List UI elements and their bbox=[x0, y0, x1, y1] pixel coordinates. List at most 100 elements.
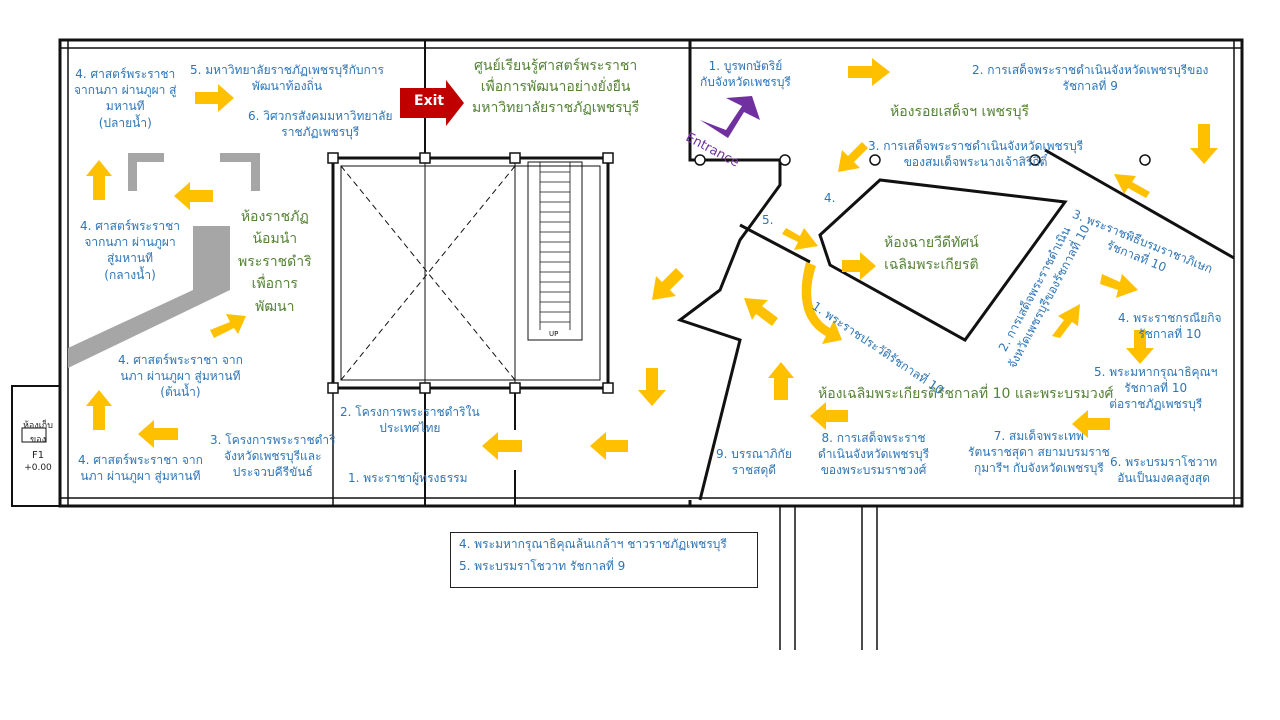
theater-title: ห้องฉายวีดีทัศน์ เฉลิมพระเกียรติ bbox=[884, 232, 979, 277]
arrow-curve bbox=[801, 262, 842, 344]
arrow-left-5 bbox=[1072, 410, 1110, 438]
label-r2: 2. การเสด็จพระราชดำเนินจังหวัดเพชรบุรีขอ… bbox=[972, 62, 1208, 94]
r6-line-2: อันเป็นมงคลสูงสุด bbox=[1117, 471, 1210, 486]
r5b-line-2: รัชกาลที่ 10 bbox=[1124, 381, 1188, 396]
left-room-title: ห้องราชภัฏ น้อมนำ พระราชดำริ เพื่อการ พั… bbox=[238, 206, 312, 318]
legend-box: 4. พระมหากรุณาธิคุณล้นเกล้าฯ ชาวราชภัฏเพ… bbox=[450, 532, 758, 588]
r9-line-1: 9. บรรณาภิกัย bbox=[716, 447, 792, 461]
l2-line-2: ประเทศไทย bbox=[379, 421, 441, 436]
center-title-line-3: มหาวิทยาลัยราชภัฏเพชรบุรี bbox=[472, 100, 640, 116]
label-4-midstream: 4. ศาสตร์พระราชา จากนภา ผ่านภูผา สู่มหาน… bbox=[80, 218, 180, 283]
label-4-upstream: 4. ศาสตร์พระราชา จาก นภา ผ่านภูผา สู่มหา… bbox=[118, 352, 243, 401]
entrance-arrow-shape[interactable] bbox=[700, 96, 760, 138]
l4b-line-1: 4. ศาสตร์พระราชา bbox=[80, 219, 181, 233]
arrow-downleft-2 bbox=[838, 142, 868, 172]
l4a-line-3: มหานที bbox=[105, 99, 145, 114]
r3-line-2: ของสมเด็จพระนางเจ้าสิริกิติ์ bbox=[903, 155, 1048, 170]
label-r5b: 5. พระมหากรุณาธิคุณฯ รัชกาลที่ 10 ต่อราช… bbox=[1094, 364, 1217, 413]
r1-line-2: กับจังหวัดเพชรบุรี bbox=[700, 75, 791, 90]
walk-path bbox=[68, 153, 260, 368]
r2-line-2: รัชกาลที่ 9 bbox=[1062, 79, 1118, 94]
arrow-left-1 bbox=[174, 182, 213, 210]
stair-label: UP bbox=[549, 330, 558, 338]
arrow-upleft-1 bbox=[1114, 174, 1150, 198]
l3-line-2: จังหวัดเพชรบุรีและ bbox=[224, 449, 322, 464]
r3-line-1: 3. การเสด็จพระราชดำเนินจังหวัดเพชรบุรี bbox=[868, 139, 1084, 153]
left-room-line-2: น้อมนำ bbox=[252, 231, 298, 248]
label-r5: 5. bbox=[762, 213, 774, 227]
l4a-line-1: 4. ศาสตร์พระราชา bbox=[75, 67, 176, 81]
arrow-downleft-1 bbox=[652, 268, 684, 300]
l4c-line-1: 4. ศาสตร์พระราชา จาก bbox=[118, 353, 243, 367]
left-room-line-1: ห้องราชภัฏ bbox=[240, 209, 309, 225]
r8-line-3: ของพระบรมราชวงศ์ bbox=[820, 463, 927, 478]
r1-line-1: 1. บูรพกษัตริย์ bbox=[708, 59, 783, 73]
arrow-up-2 bbox=[86, 390, 112, 430]
r7-line-2: รัตนราชสุดา สยามบรมราช bbox=[968, 445, 1110, 460]
arrow-upright-1 bbox=[1052, 304, 1080, 338]
r5b-line-1: 5. พระมหากรุณาธิคุณฯ bbox=[1094, 365, 1218, 379]
r7-line-3: กุมารีฯ กับจังหวัดเพชรบุรี bbox=[973, 461, 1104, 476]
label-r6: 6. พระบรมราโชวาท อันเป็นมงคลสูงสุด bbox=[1110, 454, 1217, 486]
center-title: ศูนย์เรียนรู้ศาสตร์พระราชา เพื่อการพัฒนา… bbox=[472, 56, 639, 119]
columns bbox=[327, 152, 1151, 394]
l4b-line-2: จากนภา ผ่านภูผา bbox=[84, 235, 176, 250]
l4b-line-4: (กลางน้ำ) bbox=[104, 267, 156, 282]
center-title-line-2: เพื่อการพัฒนาอย่างยั่งยืน bbox=[480, 79, 631, 95]
arrow-down-1 bbox=[638, 368, 666, 406]
direction-arrows bbox=[86, 58, 1218, 460]
r8-line-2: ดำเนินจังหวัดเพชรบุรี bbox=[818, 447, 930, 462]
label-2: 2. โครงการพระราชดำริใน ประเทศไทย bbox=[340, 404, 480, 436]
label-r3: 3. การเสด็จพระราชดำเนินจังหวัดเพชรบุรี ข… bbox=[868, 138, 1083, 170]
label-4-downstream: 4. ศาสตร์พระราชา จากนภา ผ่านภูผา สู่ มหา… bbox=[74, 66, 177, 131]
r9-line-2: ราชสดุดี bbox=[731, 463, 777, 478]
r4b-line-2: รัชกาลที่ 10 bbox=[1138, 327, 1202, 342]
arrow-left-3 bbox=[482, 432, 522, 460]
store-room-code: F1 bbox=[31, 450, 45, 461]
exit-arrow-shape[interactable] bbox=[400, 80, 464, 126]
label-r7: 7. สมเด็จพระเทพ รัตนราชสุดา สยามบรมราช ก… bbox=[968, 428, 1110, 477]
label-r4: 4. bbox=[824, 191, 836, 205]
l4c-line-2: นภา ผ่านภูผา สู่มหานที bbox=[120, 369, 241, 384]
l4b-line-3: สู่มหานที bbox=[107, 251, 154, 266]
arrow-up-1 bbox=[86, 160, 112, 200]
exit-label[interactable]: Exit bbox=[414, 93, 445, 109]
label-1: 1. พระราชาผู้ทรงธรรม bbox=[348, 471, 468, 485]
arrow-left-6 bbox=[810, 402, 848, 430]
arrow-right-1 bbox=[195, 84, 234, 112]
bottom-hall-title: ห้องเฉลิมพระเกียรติรัชกาลที่ 10 และพระบร… bbox=[818, 386, 1114, 402]
l5-line-1: 5. มหาวิทยาลัยราชภัฏเพชรบุรีกับการ bbox=[190, 63, 384, 77]
stair-treads bbox=[539, 162, 571, 330]
arrow-left-4 bbox=[590, 432, 628, 460]
label-5: 5. มหาวิทยาลัยราชภัฏเพชรบุรีกับการ พัฒนา… bbox=[190, 62, 384, 94]
right-room-title: ห้องรอยเสด็จฯ เพชรบุรี bbox=[890, 104, 1029, 120]
arrow-right-3 bbox=[782, 228, 818, 250]
arrow-right-2 bbox=[842, 252, 876, 280]
r6-line-1: 6. พระบรมราโชวาท bbox=[1110, 455, 1218, 469]
label-3: 3. โครงการพระราชดำริ จังหวัดเพชรบุรีและ … bbox=[210, 432, 336, 481]
label-6: 6. วิศวกรสังคมมหาวิทยาลัย ราชภัฏเพชรบุรี bbox=[248, 108, 393, 140]
l6-line-1: 6. วิศวกรสังคมมหาวิทยาลัย bbox=[248, 109, 393, 123]
arrow-up-diag bbox=[210, 314, 246, 338]
legend-item-1: 4. พระมหากรุณาธิคุณล้นเกล้าฯ ชาวราชภัฏเพ… bbox=[459, 537, 727, 551]
label-r4b: 4. พระราชกรณียกิจ รัชกาลที่ 10 bbox=[1118, 310, 1222, 342]
l4d-line-2: นภา ผ่านภูผา สู่มหานที bbox=[80, 469, 201, 484]
r5b-line-3: ต่อราชภัฏเพชรบุรี bbox=[1109, 397, 1203, 412]
left-room-line-4: เพื่อการ bbox=[251, 276, 298, 293]
l3-line-1: 3. โครงการพระราชดำริ bbox=[210, 433, 336, 447]
theater-line-2: เฉลิมพระเกียรติ bbox=[884, 257, 979, 274]
arrow-right-mid bbox=[1100, 274, 1138, 298]
arrow-right-top bbox=[848, 58, 890, 86]
left-room-line-3: พระราชดำริ bbox=[238, 253, 312, 270]
arrow-left-2 bbox=[138, 420, 178, 448]
arrow-upleft-2 bbox=[744, 298, 778, 326]
l4a-line-2: จากนภา ผ่านภูผา สู่ bbox=[74, 83, 177, 98]
l6-line-2: ราชภัฏเพชรบุรี bbox=[281, 125, 360, 140]
label-r8: 8. การเสด็จพระราช ดำเนินจังหวัดเพชรบุรี … bbox=[818, 430, 929, 479]
label-4-base: 4. ศาสตร์พระราชา จาก นภา ผ่านภูผา สู่มหา… bbox=[78, 452, 203, 484]
l5-line-2: พัฒนาท้องถิ่น bbox=[251, 79, 323, 94]
store-room-level: +0.00 bbox=[24, 463, 52, 473]
l2-line-1: 2. โครงการพระราชดำริใน bbox=[340, 405, 480, 419]
left-room-line-5: พัฒนา bbox=[255, 298, 295, 315]
